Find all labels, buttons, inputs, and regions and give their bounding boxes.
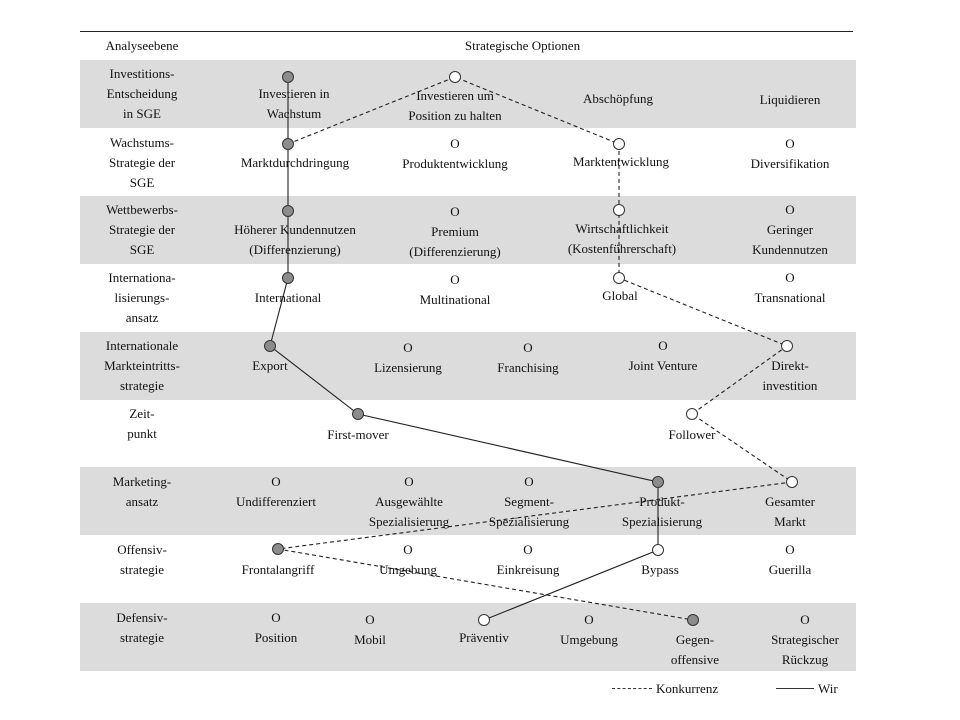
option-direct-investment: Direkt- investition [762, 358, 818, 393]
option-liquidate: Liquidieren [759, 92, 821, 107]
row-label-market-entry: Internationale Markteintritts- strategie [104, 338, 180, 393]
row-label-marketing: Marketing- ansatz [112, 474, 172, 509]
node-invest-hold-position [449, 71, 461, 83]
node-market-penetration [282, 138, 294, 150]
option-bypass: Bypass [641, 562, 679, 577]
row-label-offensive: Offensiv- strategie [117, 542, 167, 577]
option-preventive-defense: Präventiv [459, 630, 509, 645]
node-cost-leadership [613, 204, 625, 216]
option-export: Export [252, 358, 288, 373]
node-market-development [613, 138, 625, 150]
option-invest-hold-position: Investieren um Position zu halten [408, 88, 502, 123]
option-whole-market: Gesamter Markt [765, 494, 815, 529]
node-first-mover [352, 408, 364, 420]
option-first-mover: First-mover [327, 427, 389, 442]
option-premium: O Premium (Differenzierung) [409, 204, 501, 259]
option-product-specialization: Produkt- Spezialisierung [621, 494, 703, 529]
option-encirclement: O Einkreisung [496, 542, 560, 577]
column-header-level: Analyseebene [105, 38, 179, 53]
row-band-market-entry [80, 332, 856, 400]
node-follower [686, 408, 698, 420]
option-invest-growth: Investieren in Wachstum [258, 86, 330, 121]
node-export [264, 340, 276, 352]
option-transnational: O Transnational [754, 270, 826, 305]
option-diversification: O Diversifikation [750, 136, 830, 171]
row-label-competition: Wettbewerbs- Strategie der SGE [106, 202, 178, 257]
column-header-options: Strategische Optionen [464, 38, 581, 53]
node-counteroffensive [687, 614, 699, 626]
option-counteroffensive: Gegen- offensive [670, 632, 720, 667]
row-label-timing: Zeit- punkt [127, 406, 157, 441]
option-low-customer-value: O Geringer Kundennutzen [752, 202, 828, 257]
node-preventive [478, 614, 490, 626]
node-whole-market [786, 476, 798, 488]
legend-dashed-line [612, 688, 652, 689]
node-global [613, 272, 625, 284]
node-bypass [652, 544, 664, 556]
row-band-defensive [80, 603, 856, 671]
row-label-investment: Investitions- Entscheidung in SGE [106, 66, 178, 121]
legend-solid-line [776, 688, 814, 689]
row-label-growth: Wachstums- Strategie der SGE [108, 135, 176, 190]
node-product-specialization [652, 476, 664, 488]
option-joint-venture: O Joint Venture [628, 338, 698, 373]
option-market-development: Marktentwicklung [572, 154, 670, 169]
row-band-investment [80, 60, 856, 128]
row-label-internationalization: Internationa- lisierungs- ansatz [108, 270, 176, 325]
node-frontal-attack [272, 543, 284, 555]
option-flank-defense: O Umgebung [560, 612, 618, 647]
option-follower: Follower [668, 427, 716, 442]
option-product-development: O Produktentwicklung [402, 136, 508, 171]
row-band-marketing [80, 467, 856, 535]
row-label-defensive: Defensiv- strategie [116, 610, 168, 645]
node-international [282, 272, 294, 284]
node-higher-customer-value [282, 205, 294, 217]
option-harvesting: Abschöpfung [582, 91, 654, 106]
header-rule [80, 31, 853, 32]
option-multinational: O Multinational [419, 272, 491, 307]
node-invest-growth [282, 71, 294, 83]
option-licensing: O Lizensierung [374, 340, 442, 375]
node-direct-investment [781, 340, 793, 352]
option-frontal-attack: Frontalangriff [241, 562, 315, 577]
option-market-penetration: Marktdurchdringung [240, 155, 350, 170]
option-international: International [254, 290, 322, 305]
option-global: Global [602, 288, 638, 303]
option-position-defense: O Position [254, 610, 298, 645]
option-undifferentiated: O Undifferenziert [236, 474, 316, 509]
option-selected-specialization: O Ausgewählte Spezialisierung [368, 474, 450, 529]
row-band-competition [80, 196, 856, 264]
legend-label-competition: Konkurrenz [656, 681, 719, 696]
option-cost-leadership: Wirtschaftlichkeit (Kostenführerschaft) [567, 221, 677, 256]
option-differentiation: Höherer Kundennutzen (Differenzierung) [234, 222, 356, 257]
option-mobile-defense: O Mobil [354, 612, 386, 647]
option-segment-specialization: O Segment- Spezialisierung [488, 474, 570, 529]
option-guerilla: O Guerilla [768, 542, 812, 577]
legend-label-us: Wir [818, 681, 838, 696]
path-competition [277, 76, 794, 621]
option-strategic-withdrawal: O Strategischer Rückzug [771, 612, 839, 667]
option-franchising: O Franchising [497, 340, 559, 375]
option-flank-attack: O Umgebung [379, 542, 437, 577]
